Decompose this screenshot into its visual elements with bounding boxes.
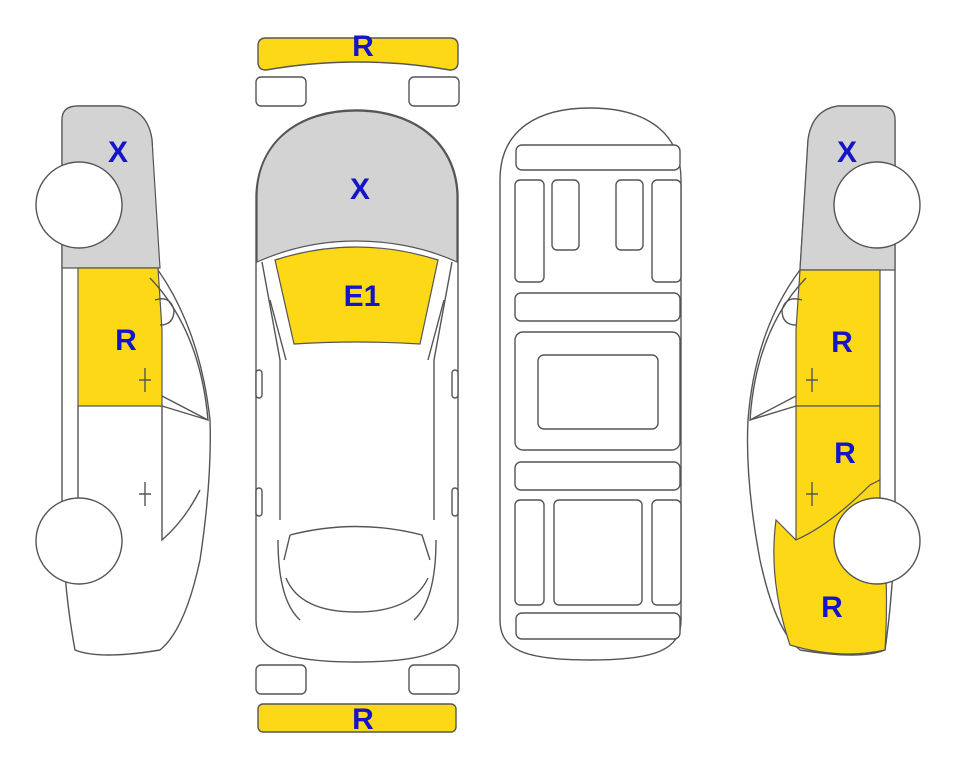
right-side-view <box>746 105 921 656</box>
rear-bumper-label: R <box>352 703 374 736</box>
front-bumper-label: R <box>352 30 374 63</box>
hood[interactable] <box>256 110 458 263</box>
right-quarter-panel-label: R <box>821 591 843 624</box>
windshield[interactable] <box>274 246 439 345</box>
windshield-label: E1 <box>344 280 381 313</box>
right-rear-wheel <box>833 497 921 585</box>
right-fender-label: X <box>837 136 857 169</box>
left-side-view <box>35 105 211 656</box>
rear-bumper[interactable] <box>257 703 457 733</box>
left-fender-label: X <box>108 136 128 169</box>
front-left-headlight <box>255 76 307 107</box>
left-rear-wheel <box>35 497 123 585</box>
front-right-headlight <box>408 76 460 107</box>
rear-left-taillight <box>255 664 307 695</box>
left-front-door[interactable] <box>77 267 163 407</box>
right-front-door-label: R <box>831 326 853 359</box>
top-view-car <box>255 109 459 663</box>
right-front-door[interactable] <box>795 269 881 407</box>
rear-right-taillight <box>408 664 460 695</box>
front-bumper[interactable] <box>257 37 459 71</box>
left-front-door-label: R <box>115 324 137 357</box>
underside-view <box>499 107 682 661</box>
right-front-wheel <box>833 161 921 249</box>
hood-label: X <box>350 173 370 206</box>
left-front-wheel <box>35 161 123 249</box>
right-rear-door-label: R <box>834 437 856 470</box>
